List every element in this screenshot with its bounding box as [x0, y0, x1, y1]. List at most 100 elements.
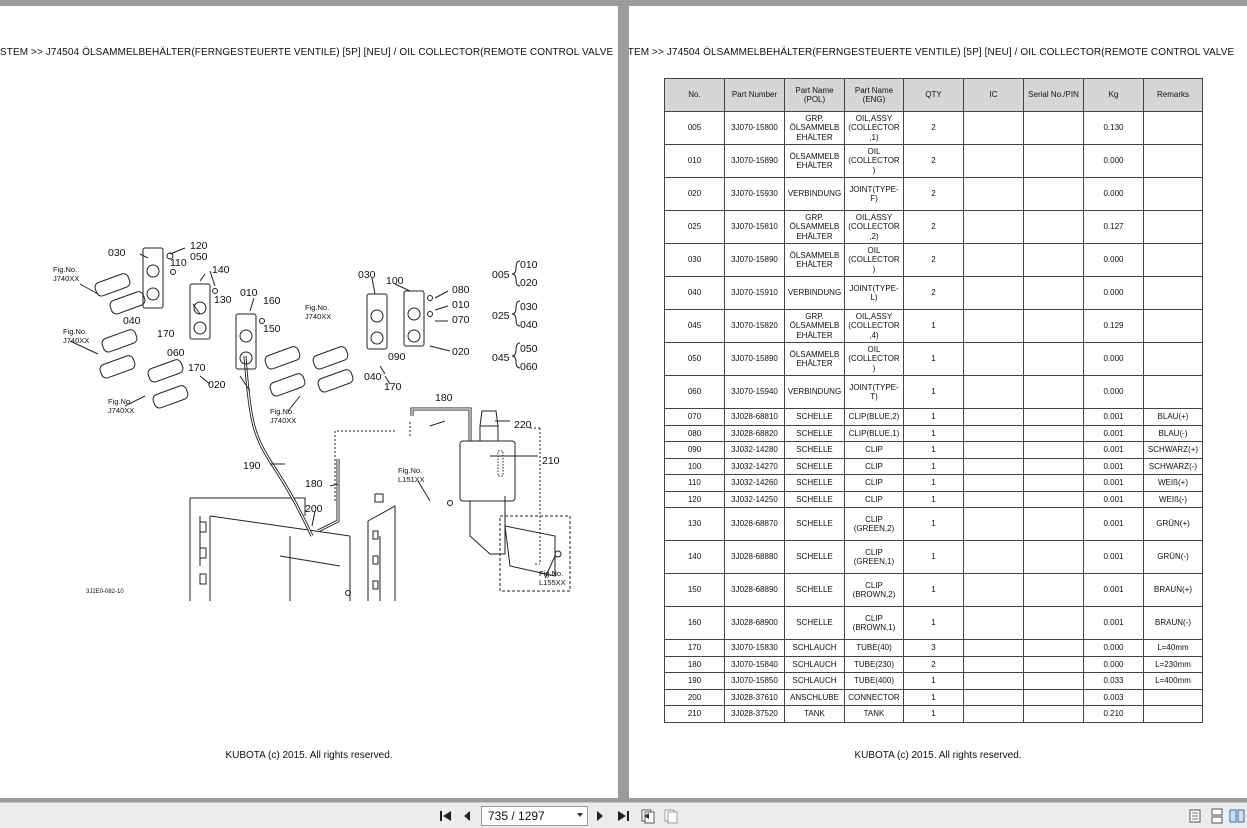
prev-page-icon[interactable] — [458, 807, 476, 825]
fig-ref-label: J740XX — [270, 416, 296, 425]
cell-part-name-pol: SCHELLE — [784, 606, 845, 640]
cell-part-number: 3J028-68820 — [724, 424, 785, 442]
cell-serial — [1023, 507, 1084, 541]
callout-label: 130 — [214, 294, 232, 306]
cell-ic — [963, 688, 1024, 706]
cell-ic — [963, 490, 1024, 508]
cell-serial — [1023, 243, 1084, 277]
cell-remarks: SCHWARZ(-) — [1143, 457, 1203, 475]
chevron-down-icon[interactable] — [577, 813, 583, 817]
cell-qty: 1 — [903, 672, 964, 690]
cell-no: 025 — [664, 210, 725, 244]
cell-part-number: 3J070-15830 — [724, 639, 785, 657]
cell-part-name-eng: TUBE(400) — [844, 672, 904, 690]
callout-label: 090 — [388, 351, 406, 363]
cell-part-name-pol: SCHELLE — [784, 507, 845, 541]
cell-part-number: 3J032-14260 — [724, 474, 785, 492]
cell-remarks — [1143, 309, 1203, 343]
group-sub-label: 030 — [520, 301, 538, 313]
cell-part-number: 3J070-15820 — [724, 309, 785, 343]
page-number-input[interactable]: 735 / 1297 — [481, 806, 588, 826]
callout-label: 190 — [243, 460, 261, 472]
cell-part-name-eng: CLIP (GREEN,2) — [844, 507, 904, 541]
cell-remarks — [1143, 177, 1203, 211]
callout-label: 010 — [240, 287, 258, 299]
cell-serial — [1023, 672, 1084, 690]
cell-remarks: BRAUN(+) — [1143, 573, 1203, 607]
cell-part-name-pol: GRP. ÖLSAMMELB EHÄLTER — [784, 111, 845, 145]
cell-part-number: 3J032-14280 — [724, 441, 785, 459]
cell-part-name-pol: TANK — [784, 705, 845, 723]
group-sub-label: 050 — [520, 343, 538, 355]
cell-qty: 2 — [903, 111, 964, 145]
cell-part-number: 3J070-15890 — [724, 342, 785, 376]
prev-view-icon[interactable] — [639, 807, 657, 825]
group-sub-label: 010 — [520, 259, 538, 271]
continuous-icon[interactable] — [1208, 807, 1226, 825]
cell-part-name-eng: TUBE(40) — [844, 639, 904, 657]
cell-qty: 1 — [903, 507, 964, 541]
callout-label: 160 — [263, 295, 281, 307]
cell-ic — [963, 144, 1024, 178]
cell-part-number: 3J070-15850 — [724, 672, 785, 690]
next-view-icon[interactable] — [662, 807, 680, 825]
cell-part-name-pol: SCHELLE — [784, 441, 845, 459]
cell-ic — [963, 655, 1024, 673]
cell-serial — [1023, 408, 1084, 426]
cell-part-number: 3J070-15890 — [724, 144, 785, 178]
cell-serial — [1023, 111, 1084, 145]
cell-serial — [1023, 490, 1084, 508]
facing-icon[interactable] — [1228, 807, 1246, 825]
cell-kg: 0.001 — [1083, 606, 1144, 640]
col-header-part-name-eng: Part Name (ENG) — [844, 78, 904, 112]
cell-part-number: 3J028-37520 — [724, 705, 785, 723]
cell-remarks — [1143, 276, 1203, 310]
cell-qty: 2 — [903, 144, 964, 178]
cell-ic — [963, 639, 1024, 657]
last-page-icon[interactable] — [614, 807, 632, 825]
cell-serial — [1023, 144, 1084, 178]
viewer-toolbar: 735 / 1297 — [0, 802, 1247, 828]
group-main-label: 005 — [492, 269, 510, 281]
cell-no: 190 — [664, 672, 725, 690]
cell-qty: 1 — [903, 705, 964, 723]
callout-label: 170 — [384, 381, 402, 393]
fig-ref-label: Fig.No. — [398, 466, 422, 475]
cell-ic — [963, 111, 1024, 145]
cell-remarks: GRÜN(+) — [1143, 507, 1203, 541]
cell-part-name-eng: TANK — [844, 705, 904, 723]
cell-qty: 1 — [903, 441, 964, 459]
next-page-icon[interactable] — [591, 807, 609, 825]
callout-label: 170 — [188, 362, 206, 374]
cell-serial — [1023, 342, 1084, 376]
fig-ref-label: Fig.No. — [108, 397, 132, 406]
cell-kg: 0.001 — [1083, 474, 1144, 492]
cell-part-number: 3J070-15910 — [724, 276, 785, 310]
cell-remarks — [1143, 210, 1203, 244]
cell-kg: 0.001 — [1083, 507, 1144, 541]
cell-ic — [963, 375, 1024, 409]
cell-ic — [963, 408, 1024, 426]
cell-part-name-pol: SCHELLE — [784, 457, 845, 475]
cell-ic — [963, 309, 1024, 343]
cell-qty: 1 — [903, 540, 964, 574]
cell-part-number: 3J070-15890 — [724, 243, 785, 277]
cell-ic — [963, 573, 1024, 607]
cell-no: 140 — [664, 540, 725, 574]
cell-qty: 2 — [903, 177, 964, 211]
cell-remarks: WEIß(+) — [1143, 474, 1203, 492]
first-page-icon[interactable] — [437, 807, 455, 825]
pdf-page-left: STEM >> J74504 ÖLSAMMELBEHÄLTER(FERNGEST… — [0, 6, 618, 798]
single-page-icon[interactable] — [1186, 807, 1204, 825]
cell-part-name-pol: SCHELLE — [784, 408, 845, 426]
cell-no: 150 — [664, 573, 725, 607]
